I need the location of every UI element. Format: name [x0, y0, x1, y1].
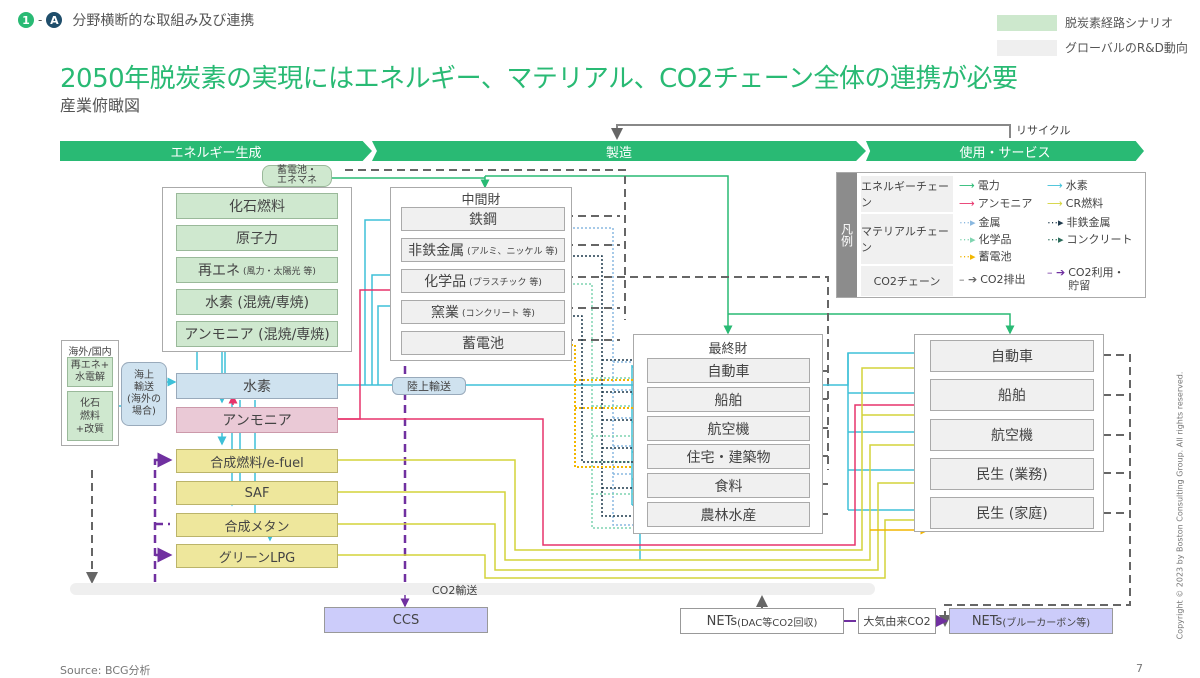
intermediate-steel: 鉄鋼: [401, 207, 565, 231]
arrow-icon: ⟶: [1047, 196, 1063, 210]
page-subtitle: 産業俯瞰図: [60, 96, 141, 115]
legend-cr-fuel: ⟶CR燃料: [1047, 196, 1104, 211]
color-key: 脱炭素経路シナリオ グローバルのR&D動向: [997, 14, 1188, 56]
final-goods-title: 最終財: [708, 342, 748, 357]
dotted-arrow-icon: ⋯▸: [1047, 215, 1064, 229]
legend-nonferrous: ⋯▸非鉄金属: [1047, 215, 1111, 230]
energy-ammonia: アンモニア (混焼/専焼): [176, 321, 338, 347]
final-ship: 船舶: [647, 387, 810, 412]
key-swatch-gray: [997, 39, 1057, 56]
ammonia-box: アンモニア: [176, 407, 338, 433]
use-ship: 船舶: [930, 379, 1094, 411]
atmospheric-co2-box: 大気由来CO2: [858, 608, 936, 634]
legend-group-co2: CO2チェーン – ➔CO2排出 – ➔CO2利用・ 貯留: [861, 266, 1141, 296]
stage-use-services: 使用・サービス: [866, 141, 1144, 161]
legend-category: エネルギーチェーン: [861, 176, 953, 212]
energy-hydrogen: 水素 (混焼/専焼): [176, 289, 338, 315]
legend-category: CO2チェーン: [861, 266, 953, 296]
arrow-icon: ⟶: [959, 178, 975, 192]
dotted-arrow-icon: ⋯▸: [959, 249, 976, 263]
legend-group-material: マテリアルチェーン ⋯▸金属 ⋯▸非鉄金属 ⋯▸化学品 ⋯▸コンクリート ⋯▸蓄…: [861, 214, 1141, 264]
use-residential: 民生 (家庭): [930, 497, 1094, 529]
sea-transport-box: 海上 輸送 (海外の 場合): [121, 362, 167, 426]
source-renewable-electrolysis: 再エネ+ 水電解: [67, 357, 113, 387]
ccs-box: CCS: [324, 607, 488, 633]
legend-hydrogen: ⟶水素: [1047, 178, 1088, 193]
energy-renewables: 再エネ(風力・太陽光 等): [176, 257, 338, 283]
fuel-synthetic-methane: 合成メタン: [176, 513, 338, 537]
hydrogen-box: 水素: [176, 373, 338, 399]
nets-dac-box: NETs(DAC等CO2回収): [680, 608, 844, 634]
legend-power: ⟶電力: [959, 178, 1000, 193]
energy-nuclear: 原子力: [176, 225, 338, 251]
key-item-rd: グローバルのR&D動向: [997, 39, 1188, 56]
legend-chemicals: ⋯▸化学品: [959, 232, 1012, 247]
nets-blue-carbon-box: NETs(ブルーカーボン等): [949, 608, 1113, 634]
energy-fossil-fuel: 化石燃料: [176, 193, 338, 219]
supply-frame-label: 海外/国内: [68, 347, 112, 358]
step-number-badge: 1: [18, 12, 34, 28]
final-agriculture: 農林水産: [647, 502, 810, 527]
dotted-arrow-icon: ⋯▸: [1047, 232, 1064, 246]
dotted-arrow-icon: ⋯▸: [959, 215, 976, 229]
final-automobile: 自動車: [647, 358, 810, 383]
arrow-icon: ⟶: [1047, 178, 1063, 192]
final-housing: 住宅・建築物: [647, 444, 810, 469]
page-title: 2050年脱炭素の実現にはエネルギー、マテリアル、CO2チェーン全体の連携が必要: [60, 64, 1018, 94]
co2-transport-label: CO2輸送: [432, 584, 478, 597]
stage-energy-generation: エネルギー生成: [60, 141, 372, 161]
final-aircraft: 航空機: [647, 416, 810, 441]
source-note: Source: BCG分析: [60, 664, 151, 677]
final-food: 食料: [647, 473, 810, 498]
dotted-arrow-icon: ⋯▸: [959, 232, 976, 246]
copyright-container: Copyright © 2023 by Boston Consulting Gr…: [1170, 370, 1190, 640]
source-fossil-reforming: 化石 燃料 +改質: [67, 391, 113, 441]
legend: 凡例 エネルギーチェーン ⟶電力 ⟶水素 ⟶アンモニア ⟶CR燃料 マテリアルチ…: [836, 172, 1146, 298]
use-aircraft: 航空機: [930, 419, 1094, 451]
breadcrumb: 1 - A 分野横断的な取組み及び連携: [18, 10, 254, 30]
legend-metal: ⋯▸金属: [959, 215, 1001, 230]
fuel-saf: SAF: [176, 481, 338, 505]
fuel-green-lpg: グリーンLPG: [176, 544, 338, 568]
legend-co2-utilization: – ➔CO2利用・ 貯留: [1047, 266, 1125, 292]
section-title: 分野横断的な取組み及び連携: [72, 13, 255, 29]
intermediate-battery: 蓄電池: [401, 331, 565, 355]
use-automobile: 自動車: [930, 340, 1094, 372]
breadcrumb-separator: -: [38, 13, 43, 27]
legend-title: 凡例: [837, 173, 857, 297]
fuel-efuel: 合成燃料/e-fuel: [176, 449, 338, 473]
intermediate-nonferrous: 非鉄金属(アルミ、ニッケル 等): [401, 238, 565, 262]
intermediate-ceramics: 窯業(コンクリート 等): [401, 300, 565, 324]
intermediate-goods-title: 中間財: [461, 193, 501, 208]
legend-category: マテリアルチェーン: [861, 214, 953, 264]
legend-concrete: ⋯▸コンクリート: [1047, 232, 1133, 247]
dashed-arrow-icon: – ➔: [959, 272, 978, 286]
legend-ammonia: ⟶アンモニア: [959, 196, 1033, 211]
copyright: Copyright © 2023 by Boston Consulting Gr…: [1175, 371, 1185, 639]
storage-energy-management-box: 蓄電池・ エネマネ: [262, 165, 332, 187]
legend-group-energy: エネルギーチェーン ⟶電力 ⟶水素 ⟶アンモニア ⟶CR燃料: [861, 176, 1141, 212]
land-transport-box: 陸上輸送: [392, 377, 466, 395]
stage-manufacturing: 製造: [372, 141, 866, 161]
recycle-label: リサイクル: [1016, 124, 1071, 137]
legend-battery: ⋯▸蓄電池: [959, 249, 1012, 264]
step-letter-badge: A: [46, 12, 63, 28]
co2-transport-band: [70, 583, 875, 595]
key-item-scenario: 脱炭素経路シナリオ: [997, 14, 1188, 31]
legend-co2-emission: – ➔CO2排出: [959, 272, 1026, 287]
intermediate-chemicals: 化学品(プラスチック 等): [401, 269, 565, 293]
arrow-icon: ⟶: [959, 196, 975, 210]
key-swatch-green: [997, 14, 1057, 31]
use-commercial: 民生 (業務): [930, 458, 1094, 490]
page-number: 7: [1136, 662, 1143, 675]
dashed-arrow-icon: – ➔: [1047, 266, 1066, 279]
